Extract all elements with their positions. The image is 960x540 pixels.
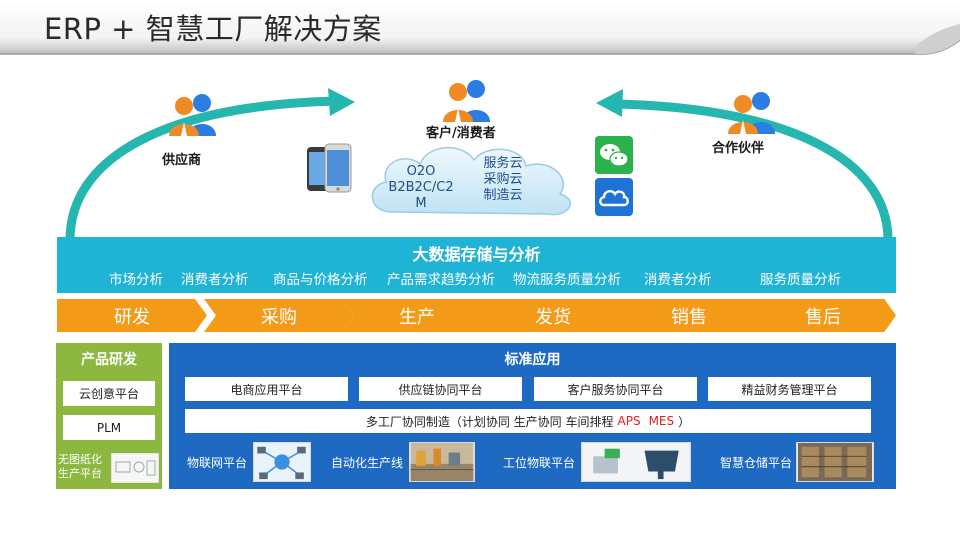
partner-arc	[614, 99, 893, 241]
process-step: 售后	[750, 299, 896, 332]
customer-label: 客户/消费者	[426, 126, 496, 141]
analysis-item: 市场分析	[109, 272, 163, 288]
process-step: 销售	[614, 299, 764, 332]
title-band	[0, 0, 960, 55]
partner-people-icon	[728, 92, 775, 134]
smart-warehouse-image	[796, 442, 874, 482]
page-title: ERP + 智慧工厂解决方案	[44, 12, 382, 46]
mes-label: MES	[648, 414, 675, 428]
paperless-thumbnail	[111, 453, 159, 483]
cloud-app-icon	[595, 178, 633, 216]
station-iot-label: 工位物联平台	[503, 456, 576, 470]
big-data-title: 大数据存储与分析	[412, 245, 541, 264]
cloud-left-line-1: O2O	[406, 164, 436, 179]
cloud-creative-platform: 云创意平台	[63, 381, 155, 406]
plm-box: PLM	[63, 415, 155, 440]
process-step: 采购	[204, 299, 354, 332]
big-data-band: 大数据存储与分析 市场分析 消费者分析 商品与价格分析 产品需求趋势分析 物流服…	[57, 237, 896, 293]
cloud-right-line-1: 服务云	[483, 156, 523, 171]
product-rd-panel: 产品研发 云创意平台 PLM 无图纸化 生产平台	[56, 343, 162, 489]
analysis-item: 消费者分析	[181, 272, 249, 288]
process-step: 生产	[342, 299, 492, 332]
smartphone-icon	[307, 143, 352, 193]
customer-people-icon	[443, 80, 490, 122]
cloud-right-line-2: 采购云	[483, 172, 523, 187]
lean-finance-platform: 精益财务管理平台	[708, 377, 871, 401]
analysis-item: 产品需求趋势分析	[387, 272, 495, 288]
wechat-icon	[595, 136, 633, 174]
supplier-label: 供应商	[162, 153, 202, 168]
cloud-business-models: O2O B2B2C/C2 M	[376, 164, 466, 212]
smart-warehouse-label: 智慧仓储平台	[720, 456, 793, 470]
product-rd-title: 产品研发	[81, 352, 137, 368]
paperless-line-1: 无图纸化	[58, 453, 102, 466]
standard-apps-panel: 标准应用 电商应用平台 供应链协同平台 客户服务协同平台 精益财务管理平台 多工…	[169, 343, 896, 489]
partner-arrowhead	[596, 89, 623, 117]
cloud-left-line-2: B2B2C/C2	[388, 180, 454, 195]
collab-close: ）	[678, 414, 691, 429]
supplier-arc	[65, 96, 339, 241]
collab-text: 多工厂协同制造（计划协同 生产协同 车间排程	[365, 414, 614, 429]
customer-service-platform: 客户服务协同平台	[534, 377, 697, 401]
automation-line-image	[409, 442, 475, 482]
cloud-services: 服务云 采购云 制造云	[478, 156, 528, 204]
partner-label: 合作伙伴	[712, 141, 765, 156]
iot-network-image	[253, 442, 311, 482]
station-iot-image	[581, 442, 691, 482]
supply-chain-platform: 供应链协同平台	[359, 377, 522, 401]
automation-line-label: 自动化生产线	[331, 456, 404, 470]
iot-platform-label: 物联网平台	[187, 456, 248, 470]
supplier-people-icon	[169, 94, 216, 136]
paperless-production-label: 无图纸化 生产平台	[58, 453, 102, 481]
process-step: 研发	[57, 299, 207, 332]
process-step: 发货	[478, 299, 628, 332]
standard-apps-title: 标准应用	[504, 352, 561, 368]
multi-factory-collab-bar: 多工厂协同制造（计划协同 生产协同 车间排程 APS MES ）	[185, 409, 871, 433]
analysis-item: 服务质量分析	[760, 272, 841, 288]
aps-label: APS	[617, 414, 641, 428]
cloud-left-line-3: M	[415, 196, 427, 211]
supplier-arrowhead	[328, 88, 355, 116]
cloud-right-line-3: 制造云	[483, 188, 523, 203]
analysis-item: 物流服务质量分析	[513, 272, 621, 288]
paperless-line-2: 生产平台	[58, 467, 102, 480]
analysis-item: 商品与价格分析	[273, 272, 368, 288]
ecommerce-platform: 电商应用平台	[185, 377, 348, 401]
analysis-item: 消费者分析	[644, 272, 712, 288]
cloud-shape	[371, 146, 571, 216]
flow-arrows	[65, 88, 893, 241]
